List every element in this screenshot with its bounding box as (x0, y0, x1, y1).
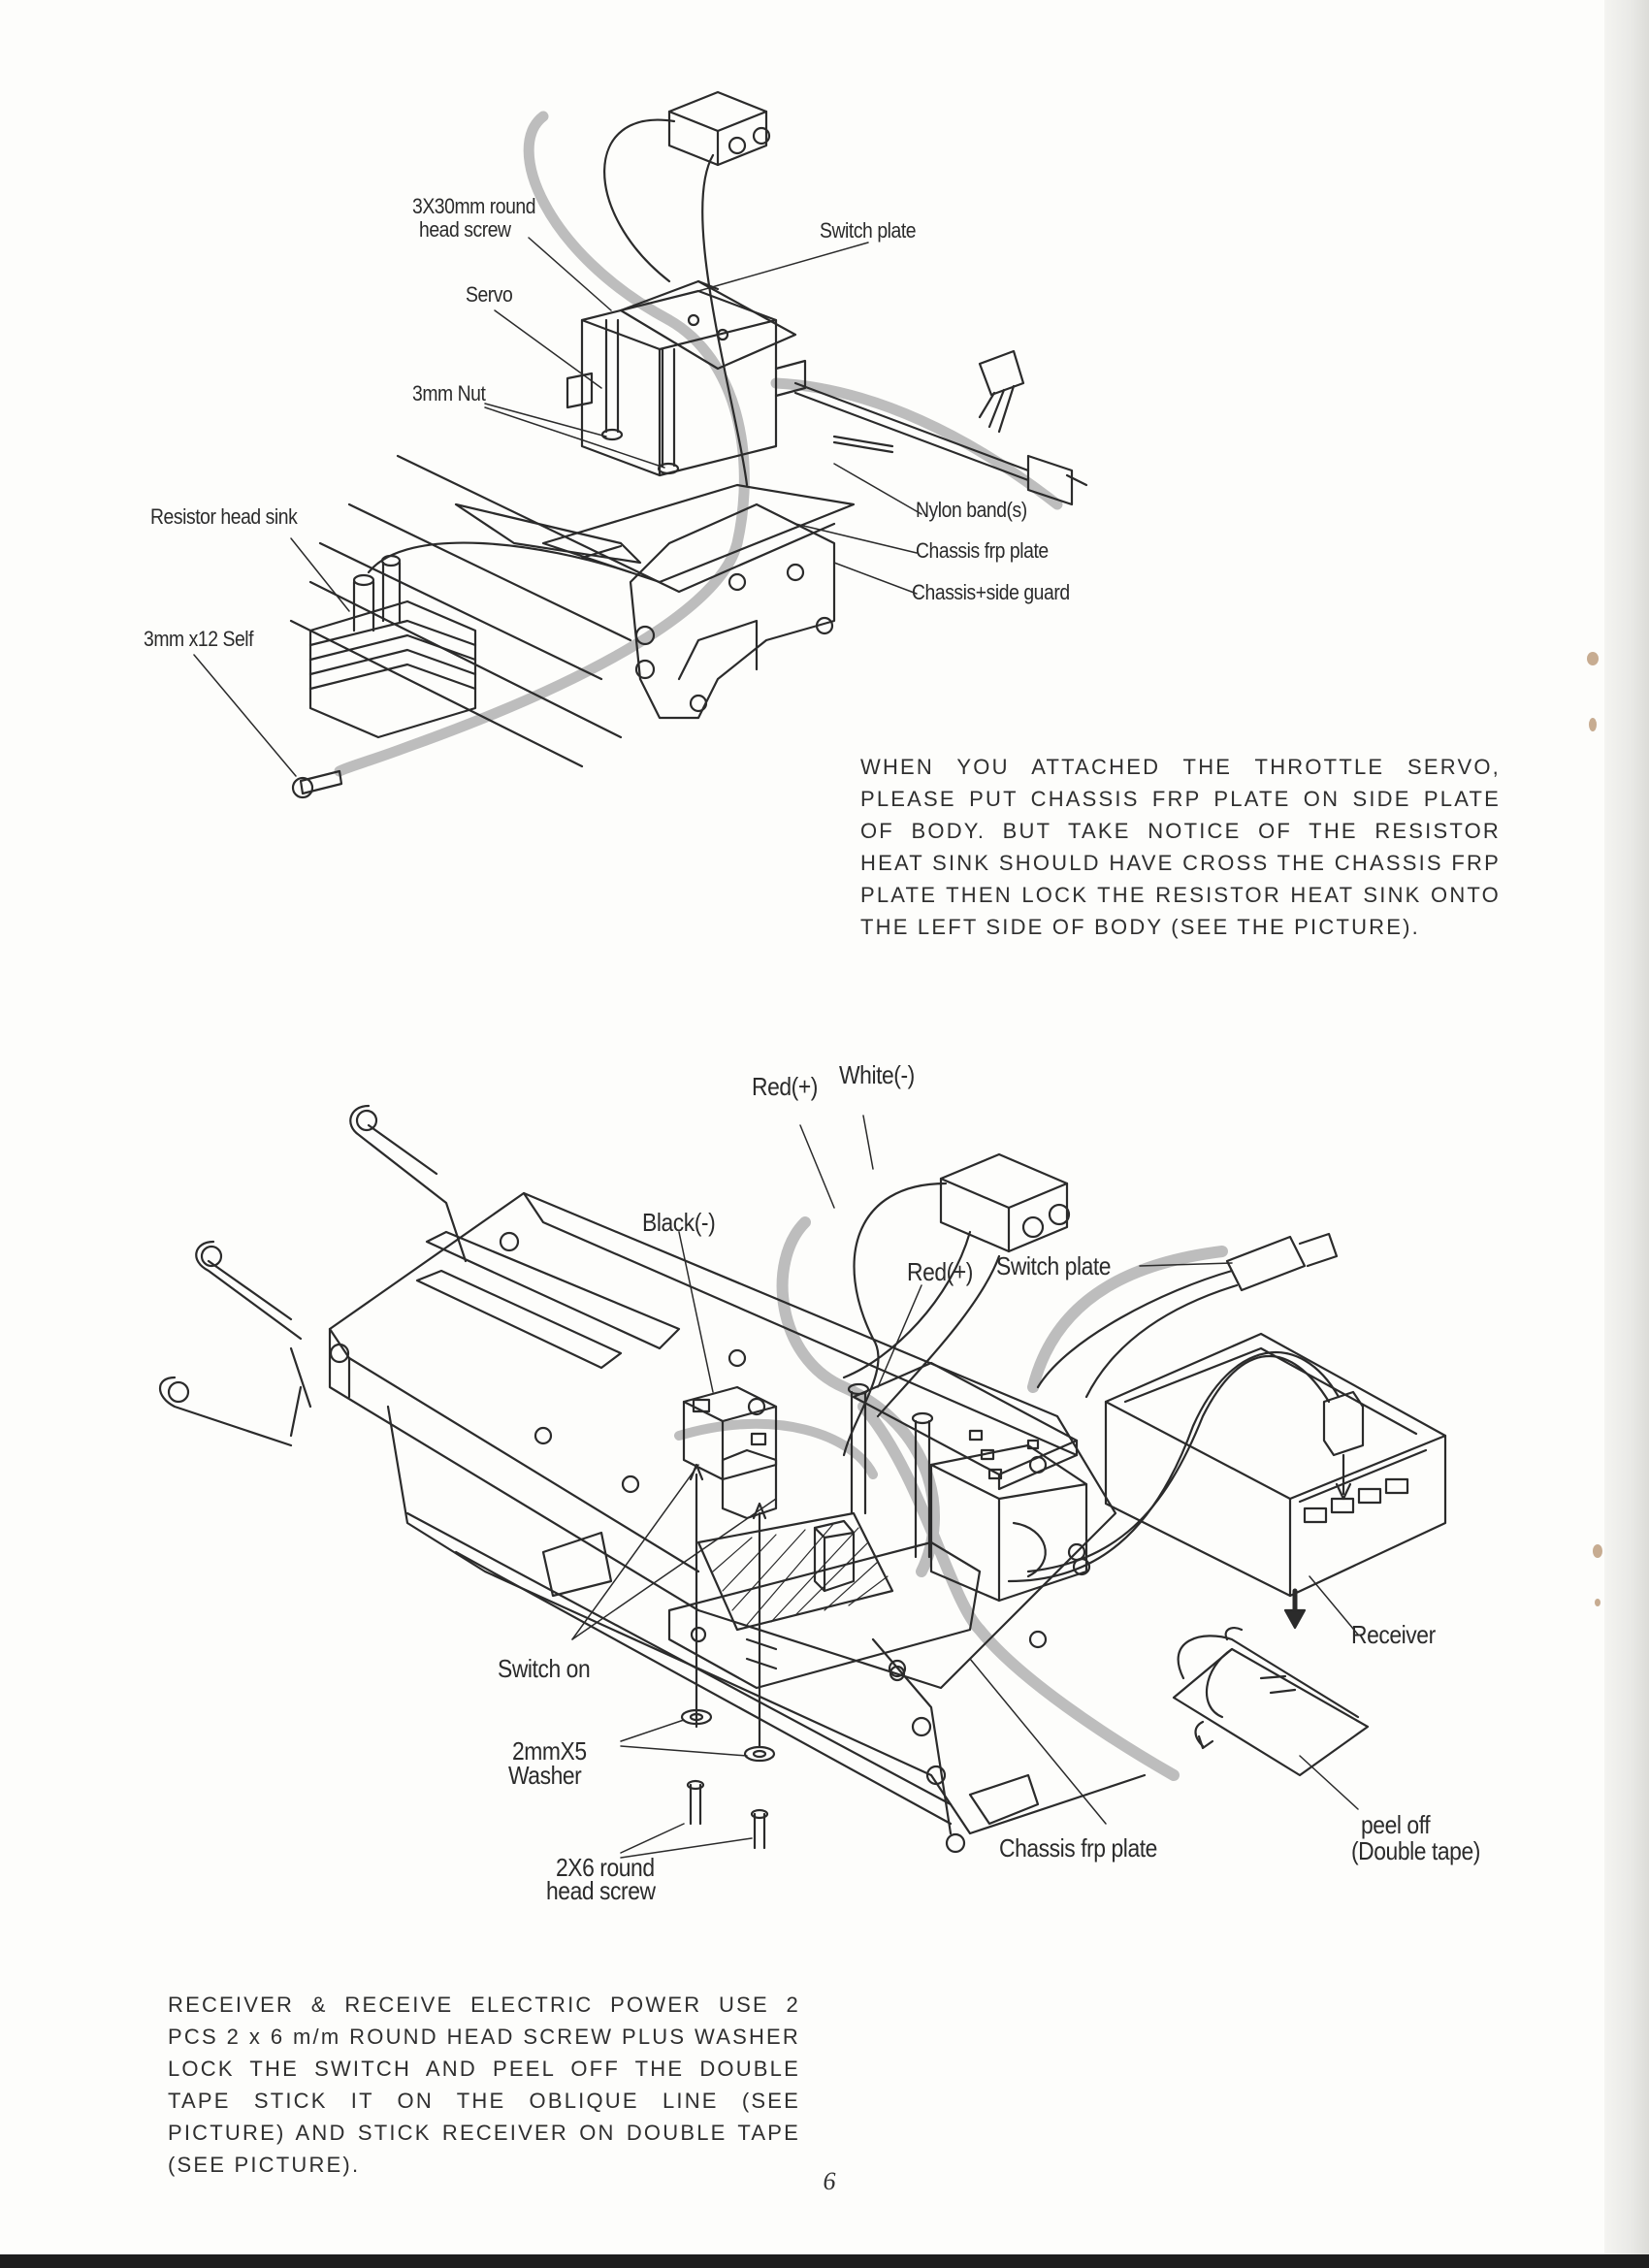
label-3mm-self-tapping: 3mm x12 Self (144, 627, 254, 651)
page-number: 6 (823, 2167, 836, 2195)
label-servo: Servo (466, 282, 513, 307)
page-edge-bottom (0, 2254, 1649, 2268)
label-3x30-screw-line1: 3X30mm round (412, 194, 536, 218)
label-white-minus: White(-) (839, 1060, 915, 1089)
label-chassis-frp-plate-top: Chassis frp plate (916, 538, 1049, 563)
label-switch-on: Switch on (498, 1654, 591, 1683)
instruction-receiver-power: RECEIVER & RECEIVE ELECTRIC POWER USE 2 … (168, 1993, 800, 2177)
page-edge-shadow (1604, 0, 1649, 2268)
stain-spot (1589, 718, 1597, 731)
stain-spot (1587, 652, 1599, 665)
label-switch-plate-top: Switch plate (820, 218, 917, 243)
label-receiver: Receiver (1351, 1620, 1436, 1649)
stain-spot (1593, 1544, 1602, 1558)
label-resistor-heat-sink: Resistor head sink (150, 504, 298, 529)
label-red-plus-top: Red(+) (752, 1072, 818, 1101)
label-peel-off-line2: (Double tape) (1351, 1836, 1480, 1865)
label-washer-line2: Washer (508, 1761, 582, 1790)
label-2x6-screw-line2: head screw (546, 1876, 656, 1905)
label-nylon-bands: Nylon band(s) (916, 498, 1027, 522)
label-washer-line1: 2mmX5 (512, 1736, 587, 1766)
label-3x30-screw-line2: head screw (419, 217, 511, 242)
label-peel-off-line1: peel off (1361, 1810, 1431, 1839)
instruction-throttle-servo: WHEN YOU ATTACHED THE THROTTLE SERVO, PL… (860, 755, 1501, 939)
label-black-minus: Black(-) (642, 1208, 716, 1237)
label-3mm-nut: 3mm Nut (412, 381, 486, 405)
stain-spot (1595, 1599, 1600, 1606)
label-chassis-frp-plate-bottom: Chassis frp plate (999, 1833, 1157, 1863)
label-red-plus-switch: Red(+) (907, 1257, 973, 1286)
label-switch-plate-bottom: Switch plate (996, 1251, 1112, 1280)
label-2x6-screw-line1: 2X6 round (556, 1853, 655, 1882)
label-chassis-side-guard: Chassis+side guard (912, 580, 1070, 604)
